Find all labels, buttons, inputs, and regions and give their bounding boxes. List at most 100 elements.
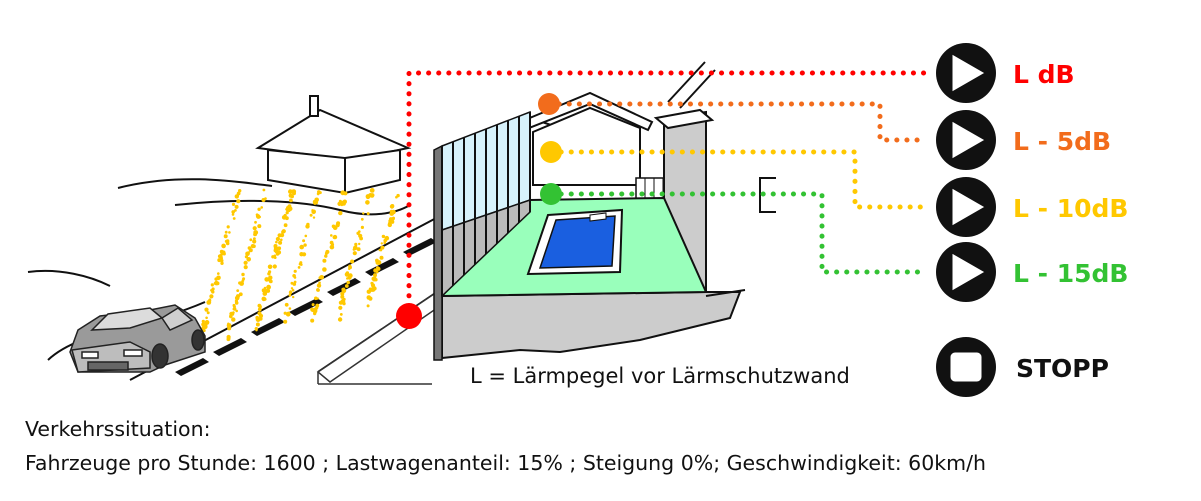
noise-dot [304, 234, 308, 238]
noise-dot [297, 266, 301, 269]
noise-dot [284, 302, 289, 307]
noise-dot [252, 239, 257, 244]
noise-dot [332, 234, 338, 240]
measurement-point [538, 93, 560, 115]
noise-dot [209, 294, 214, 299]
noise-dot [287, 206, 293, 211]
noise-dot [376, 270, 379, 274]
noise-dot [231, 213, 235, 216]
noise-dot [314, 296, 318, 301]
noise-dot [204, 307, 209, 312]
measurement-line [548, 149, 928, 210]
noise-dot [203, 324, 208, 330]
noise-dot [255, 329, 258, 332]
noise-dot [229, 314, 233, 319]
noise-dot [356, 247, 361, 252]
noise-dot [217, 272, 220, 275]
play-level-button[interactable] [936, 242, 996, 302]
noise-dot [253, 230, 259, 235]
noise-dot [202, 329, 206, 333]
noise-dot [299, 244, 305, 250]
noise-waves [198, 188, 400, 345]
noise-dot [387, 222, 392, 228]
noise-dot [234, 204, 239, 209]
level-label: L dB [1013, 60, 1075, 89]
noise-dot [274, 250, 278, 254]
noise-dot [206, 300, 212, 305]
noise-dot [226, 225, 230, 229]
noise-dot [325, 249, 330, 254]
noise-dot [350, 259, 355, 264]
noise-dot [262, 188, 266, 192]
noise-dot [272, 264, 277, 269]
noise-dot [352, 248, 356, 251]
noise-dot [347, 275, 352, 280]
noise-dot [336, 222, 339, 225]
noise-dot [234, 299, 238, 303]
noise-dot [223, 234, 228, 239]
play-level-button[interactable] [936, 110, 996, 170]
noise-dot [277, 246, 282, 251]
noise-dot [291, 288, 295, 292]
noise-dot [306, 222, 310, 227]
noise-dot [257, 303, 262, 308]
noise-dot [257, 207, 261, 211]
noise-dot [319, 275, 325, 280]
stop-label: STOPP [1016, 354, 1109, 383]
level-label: L - 10dB [1013, 194, 1128, 223]
noise-dot [257, 224, 262, 229]
noise-dot [243, 265, 248, 270]
noise-dot [365, 200, 370, 205]
noise-dot [227, 322, 230, 325]
noise-dot [220, 259, 224, 263]
noise-dot [322, 258, 327, 263]
noise-dot [227, 326, 232, 331]
noise-dot [252, 226, 257, 231]
noise-dot [231, 210, 235, 214]
noise-dot [311, 209, 314, 212]
play-icon [951, 53, 987, 93]
noise-dot [261, 198, 266, 202]
noise-dot [291, 189, 297, 194]
noise-dot [289, 290, 292, 293]
lane-dash [251, 318, 285, 336]
measurement-point [396, 303, 422, 329]
measurement-points [396, 93, 562, 329]
stop-button[interactable] [936, 337, 996, 397]
lane-dash [213, 338, 247, 356]
play-level-button[interactable] [936, 177, 996, 237]
noise-dot [238, 189, 242, 193]
noise-dot [293, 280, 297, 284]
noise-dot [380, 242, 383, 245]
noise-dot [206, 311, 210, 315]
play-icon [951, 252, 987, 292]
noise-dot [340, 291, 345, 296]
lane-dash [365, 258, 399, 276]
noise-dot [257, 311, 262, 316]
noise-dot [376, 266, 381, 271]
measurement-line [406, 70, 928, 319]
distant-house [255, 95, 412, 195]
noise-dot [267, 264, 273, 270]
noise-dot [337, 317, 343, 322]
noise-dot [396, 194, 399, 198]
noise-dot [345, 271, 350, 276]
noise-dot [244, 255, 248, 259]
noise-dot [225, 239, 230, 243]
noise-dot [368, 193, 373, 198]
noise-dot [234, 194, 239, 199]
noise-dot [311, 303, 315, 307]
noise-dot [233, 307, 237, 311]
lane-markings [175, 238, 437, 376]
noise-dot [273, 254, 277, 258]
noise-dot [221, 244, 226, 249]
play-icon [951, 187, 987, 227]
traffic-heading: Verkehrssituation: [25, 417, 211, 441]
noise-dot [245, 251, 250, 257]
noise-dot [331, 224, 336, 229]
play-level-button[interactable] [936, 43, 996, 103]
noise-dot [344, 284, 349, 288]
noise-dot [263, 288, 268, 294]
noise-dot [369, 188, 375, 193]
